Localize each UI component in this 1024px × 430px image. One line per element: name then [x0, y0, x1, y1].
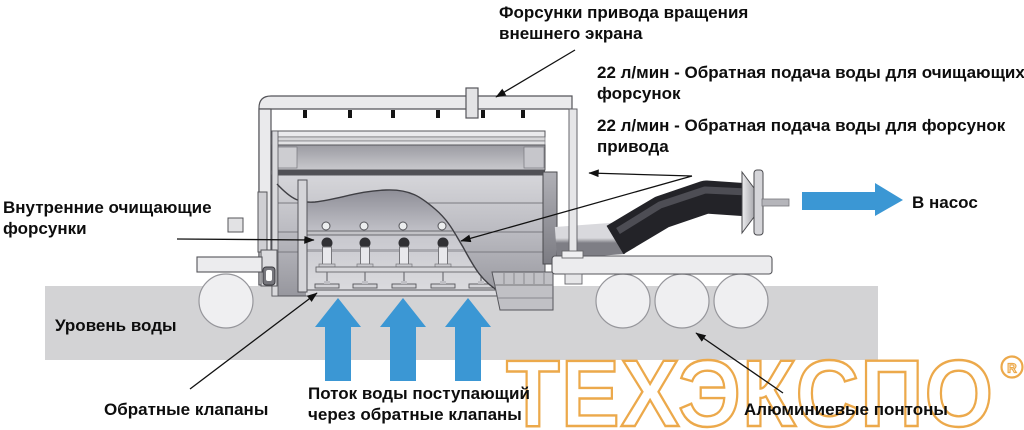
outlet-elbow-pipe	[554, 169, 790, 259]
drum-bottom-right	[491, 271, 554, 311]
water-inflow-arrows	[315, 183, 903, 381]
deck-arm-left	[196, 256, 263, 273]
label-line: Форсунки привода вращения	[499, 3, 749, 22]
flange-rod	[761, 198, 790, 207]
pointer-lines	[176, 49, 784, 394]
label-water-level: Уровень воды	[55, 316, 177, 335]
label-line: через обратные клапаны	[308, 404, 522, 424]
cutaway-edge	[276, 183, 501, 293]
label-pontoons: Алюминиевые понтоны	[744, 400, 948, 419]
pontoon-right-1	[595, 273, 651, 329]
left-fittings	[227, 179, 308, 293]
label-line: Поток воды поступающий	[308, 384, 530, 403]
label-line: 22 л/мин - Обратная подача воды для очищ…	[597, 63, 1024, 82]
to-pump-arrow-icon	[802, 183, 903, 216]
check-valves	[314, 281, 494, 289]
techexpo-watermark: ТЕХЭКСПО R	[505, 340, 1024, 430]
pontoon-right-3	[713, 273, 769, 329]
inflow-arrow-icon-2	[380, 298, 426, 381]
label-line: 22 л/мин - Обратная подача воды для форс…	[597, 116, 1006, 135]
pontoons	[198, 273, 769, 329]
frame-stand-pipe	[561, 108, 584, 259]
cutaway-interior	[276, 183, 501, 297]
pointer-pontoons	[695, 332, 784, 394]
registered-mark-letter: R	[1007, 361, 1017, 376]
label-line: внешнего экрана	[499, 23, 643, 43]
pointer-drive-nozzles	[495, 49, 576, 98]
pointer-check-valves	[189, 292, 318, 390]
label-line: форсунок	[597, 83, 681, 103]
pointer-internal-nozzles-left	[176, 236, 315, 244]
registered-mark-icon	[1000, 355, 1024, 379]
inflow-arrow-icon-3	[445, 298, 491, 381]
label-line: Внутренние очищающие	[3, 198, 212, 217]
label-return-drive: 22 л/мин - Обратная подача воды для форс…	[597, 116, 1005, 157]
inflow-arrow-icon-1	[315, 298, 361, 381]
deck-bar-right	[551, 255, 773, 275]
pointer-internal-nozzles-right	[460, 175, 693, 243]
label-line: привода	[597, 136, 669, 156]
label-internal-nozzles: Внутренние очищающие форсунки	[3, 198, 212, 239]
label-line: форсунки	[3, 218, 87, 238]
label-check-valves: Обратные клапаны	[104, 400, 269, 419]
pontoon-right-2	[654, 273, 710, 329]
drive-nozzle-ticks	[303, 110, 525, 118]
deck	[196, 255, 773, 285]
label-drive-nozzles: Форсунки привода вращения внешнего экран…	[499, 3, 748, 44]
label-return-cleaning: 22 л/мин - Обратная подача воды для очищ…	[597, 63, 1024, 104]
pointer-return-drive	[588, 169, 693, 178]
label-water-flow: Поток воды поступающий через обратные кл…	[308, 384, 530, 425]
watermark-text: ТЕХЭКСПО	[506, 341, 994, 430]
pontoon-left	[198, 273, 254, 329]
label-to-pump: В насос	[912, 193, 978, 212]
